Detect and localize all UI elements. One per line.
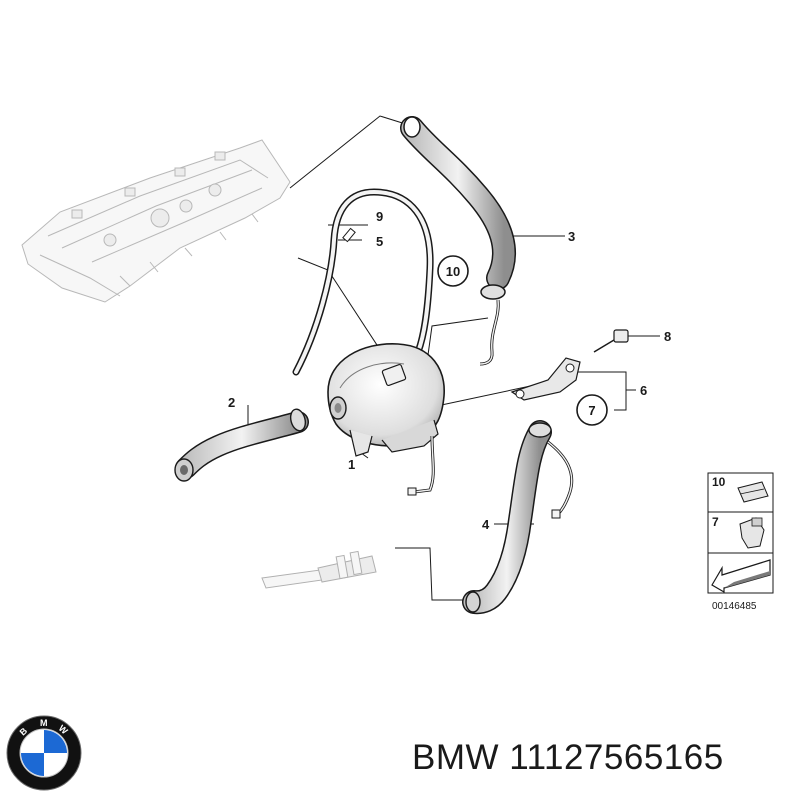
logo-letter-m: M [40,718,48,728]
callout-5: 5 [376,234,383,249]
arrow-icon [711,559,771,594]
bracket-6 [510,357,581,401]
dipstick-tube [261,550,377,589]
callout-9: 9 [376,209,383,224]
cylinder-head-cover [21,139,291,303]
legend-item-7: 7 [712,515,719,529]
callout-6: 6 [640,383,647,398]
vent-line-9 [292,188,434,376]
callout-10-circle: 10 [437,255,469,287]
callout-8: 8 [664,329,671,344]
legend-item-10: 10 [712,475,726,489]
part-number-caption: BMW 11127565165 [412,738,724,777]
diagram-reference-number: 00146485 [712,601,757,612]
callout-7: 7 [588,403,595,418]
callout-2: 2 [228,395,235,410]
callout-1: 1 [348,457,355,472]
callout-3: 3 [568,229,575,244]
clip-10-icon [737,481,769,503]
logo-letter-b: B [18,725,30,737]
screw-8 [593,329,629,353]
callout-4: 4 [482,517,490,532]
legend-box: 10 7 [707,472,774,594]
callout-7-circle: 7 [576,394,608,426]
hose-2 [174,408,309,482]
oil-separator-1 [327,343,445,496]
clip-7-icon [739,517,765,549]
callout-10: 10 [446,264,460,279]
vent-hose-4 [462,420,574,615]
leader-lines [247,115,660,601]
vent-hose-3 [400,116,516,366]
bmw-logo: B M W [6,715,82,791]
